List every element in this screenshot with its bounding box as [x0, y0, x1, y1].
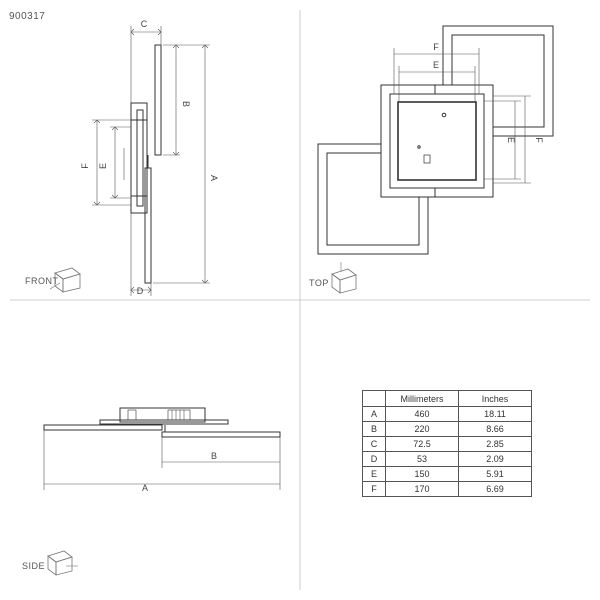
side-view-cube-icon: [47, 550, 78, 576]
housing-frame: [389, 93, 485, 189]
row-key: C: [362, 436, 386, 452]
row-in: 2.09: [458, 451, 532, 467]
label-d: D: [137, 286, 144, 296]
side-view-label: SIDE: [22, 561, 46, 571]
side-dim-a: [43, 430, 281, 490]
row-key: E: [362, 466, 386, 482]
top-dim-labels: F E E F: [433, 42, 544, 143]
row-mm: 220: [385, 421, 459, 437]
dim-f: [92, 119, 131, 206]
side-housing: [119, 407, 206, 423]
top-view-cube-icon: [331, 262, 357, 294]
screw-hole: [441, 112, 447, 118]
front-dim-labels: C B A F E D: [80, 19, 219, 296]
top-label-e: E: [433, 60, 439, 70]
label-b: B: [181, 101, 191, 107]
row-in: 6.69: [458, 481, 532, 497]
dimensions-table: Millimeters Inches A 460 18.11 B 220 8.6…: [362, 390, 532, 497]
front-view: [92, 26, 210, 296]
side-right-panel: [161, 431, 281, 438]
table-row: C 72.5 2.85: [362, 436, 532, 452]
dim-d: [130, 213, 152, 296]
table-row: D 53 2.09: [362, 451, 532, 467]
quadrant-dividers: [10, 10, 590, 590]
label-e: E: [98, 163, 108, 169]
row-key: A: [362, 406, 386, 422]
side-label-a: A: [142, 483, 148, 493]
table-row: A 460 18.11: [362, 406, 532, 422]
row-mm: 72.5: [385, 436, 459, 452]
connector-box: [423, 154, 431, 164]
header-cell-inches: Inches: [458, 390, 532, 407]
side-label-b: B: [211, 451, 217, 461]
lower-square-outer: [317, 143, 429, 255]
side-view: [43, 407, 281, 490]
row-mm: 53: [385, 451, 459, 467]
dim-a: [153, 44, 210, 284]
table-row: F 170 6.69: [362, 481, 532, 497]
side-dim-b: [161, 437, 281, 468]
table-header-row: Millimeters Inches: [362, 390, 532, 407]
dim-c: [130, 26, 162, 103]
housing-inner: [397, 101, 477, 181]
front-view-cube-icon: [49, 267, 81, 293]
top-label-e-vertical: E: [506, 137, 516, 143]
upper-square-outer: [442, 25, 554, 137]
row-in: 2.85: [458, 436, 532, 452]
top-dim-f-horizontal: [393, 48, 480, 94]
upper-panel-profile: [154, 44, 162, 156]
top-dim-e-horizontal: [398, 66, 476, 102]
switch-hole: [417, 145, 421, 149]
side-dim-labels: B A: [142, 451, 217, 493]
top-label-f: F: [433, 42, 439, 52]
row-in: 18.11: [458, 406, 532, 422]
dim-e: [110, 126, 131, 199]
housing-profile: [130, 102, 148, 214]
label-f: F: [80, 163, 90, 169]
row-mm: 150: [385, 466, 459, 482]
top-view: [317, 25, 554, 255]
lower-panel-profile: [144, 167, 152, 284]
row-mm: 460: [385, 406, 459, 422]
header-cell-millimeters: Millimeters: [385, 390, 459, 407]
row-in: 8.66: [458, 421, 532, 437]
row-in: 5.91: [458, 466, 532, 482]
row-mm: 170: [385, 481, 459, 497]
product-code: 900317: [9, 11, 46, 22]
housing-inner: [136, 109, 144, 207]
label-c: C: [141, 19, 148, 29]
dim-b: [163, 44, 180, 156]
top-dim-e-vertical: [484, 100, 521, 180]
table-row: E 150 5.91: [362, 466, 532, 482]
row-key: D: [362, 451, 386, 467]
header-cell-key: [362, 390, 386, 407]
lower-square-inner: [326, 152, 420, 246]
upper-square-inner: [451, 34, 545, 128]
row-key: F: [362, 481, 386, 497]
row-key: B: [362, 421, 386, 437]
side-left-panel: [43, 424, 163, 431]
top-dim-f-vertical: [493, 95, 531, 184]
side-plate: [99, 419, 229, 425]
housing-outer: [380, 84, 494, 198]
table-row: B 220 8.66: [362, 421, 532, 437]
top-label-f-vertical: F: [534, 137, 544, 143]
top-view-label: TOP: [309, 278, 329, 288]
label-a: A: [209, 175, 219, 181]
front-view-label: FRONT: [25, 276, 59, 286]
